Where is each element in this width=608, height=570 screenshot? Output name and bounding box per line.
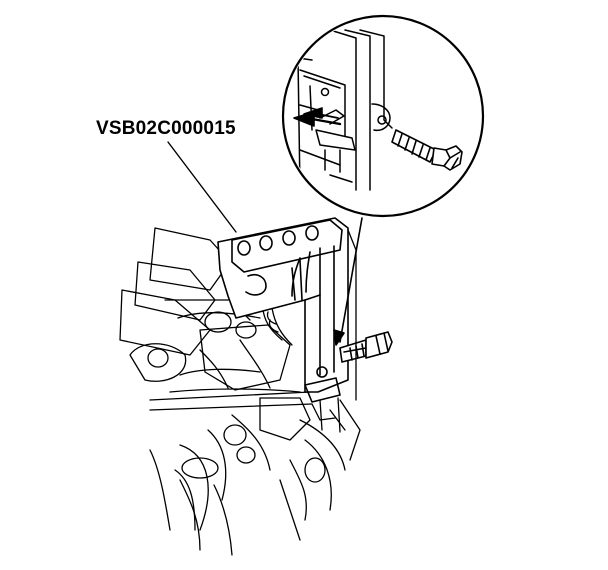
bracket-hole-3 [283, 231, 295, 245]
direction-arrow [294, 108, 340, 126]
bracket-mount-lines [312, 230, 356, 432]
bracket-hole-1 [238, 241, 250, 255]
mounting-bolt [340, 332, 392, 362]
part-callout-label: VSB02C000015 [96, 118, 236, 139]
callout-leader-line [168, 142, 236, 232]
pointer-arrowhead [334, 330, 344, 345]
detail-bolt [392, 130, 462, 170]
perforated-bracket [218, 218, 348, 402]
bracket-hole-4 [306, 226, 318, 240]
detail-view [283, 16, 483, 216]
bracket-hole-2 [260, 236, 272, 250]
pointer-arrow [340, 218, 362, 342]
